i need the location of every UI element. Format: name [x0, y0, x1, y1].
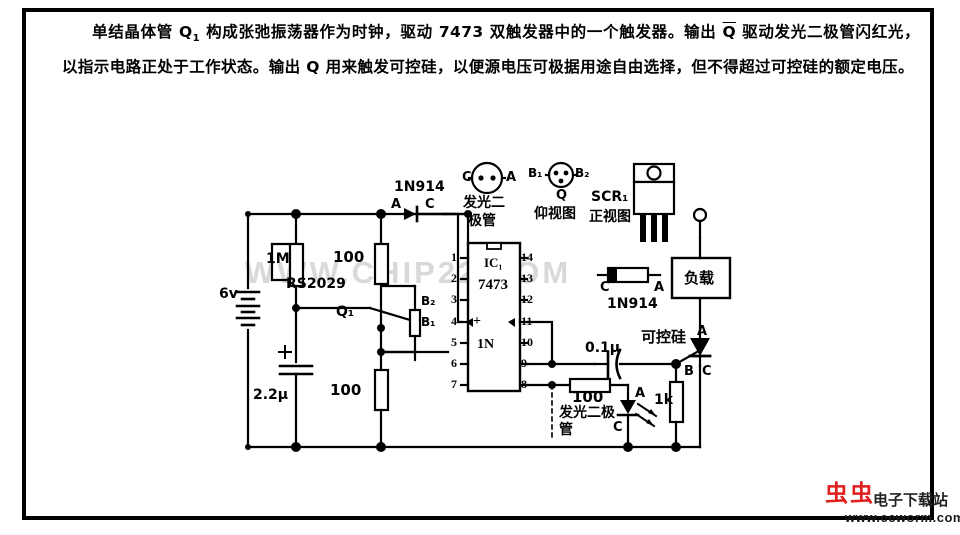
- legend-led-anode-label: A: [506, 170, 517, 185]
- ic-pin-right-11: 11: [521, 314, 533, 328]
- outer-frame: [22, 8, 934, 520]
- resistor-100-top-label: 100: [333, 248, 365, 266]
- resistor-100-bottom-label: 100: [330, 381, 362, 399]
- inner-frame: [25, 11, 931, 517]
- ic-plus-marker: +: [473, 314, 481, 329]
- legend-ujt-q-label: Q: [556, 188, 568, 203]
- ic-pin-left-7: 7: [451, 377, 457, 391]
- load-label: 负载: [684, 269, 715, 287]
- ujt-ref-label: Q₁: [336, 304, 355, 320]
- legend-diode-cathode-label: C: [600, 280, 610, 295]
- resistor-1k-label: 1k: [654, 392, 674, 408]
- ic-pin-left-4: 4: [451, 314, 457, 328]
- diode-1n914-top-label: 1N914: [394, 179, 445, 195]
- ic-pin-right-13: 13: [521, 271, 533, 285]
- ic-pin-right-10: 10: [521, 335, 533, 349]
- legend-scr-caption-line2: 正视图: [589, 209, 631, 225]
- ic-pin-right-9: 9: [521, 356, 527, 370]
- site-name-text: 电子下载站: [873, 491, 949, 509]
- site-watermark: 虫虫 电子下载站: [800, 472, 950, 522]
- legend-ujt-b2-label: B₂: [575, 166, 590, 180]
- site-url-text: www.eeworm.com: [845, 510, 960, 525]
- bug-mascot-text: 虫虫: [825, 481, 875, 507]
- ic-part-label: 7473: [478, 277, 508, 293]
- capacitor-0u1-label: 0.1μ: [585, 340, 621, 356]
- ic-pin-left-6: 6: [451, 356, 457, 370]
- led-bottom-cathode-label: C: [613, 420, 623, 435]
- scr-gate-label: B: [684, 364, 694, 379]
- ujt-part-label: RS2029: [286, 276, 346, 292]
- diode-top-anode-label: A: [391, 197, 402, 212]
- legend-scr-caption-line1: SCR₁: [591, 189, 629, 205]
- ujt-b1-label: B₁: [421, 315, 436, 329]
- ic-pin-left-1: 1: [451, 250, 457, 264]
- legend-led-caption-line2: 极管: [468, 213, 496, 229]
- legend-ujt-caption: 仰视图: [534, 206, 576, 222]
- ic-ref-label: IC₁: [484, 255, 503, 270]
- ic-pin-left-2: 2: [451, 271, 457, 285]
- ic-pin-left-3: 3: [451, 292, 457, 306]
- led-bottom-label: 发光二极管: [559, 405, 615, 438]
- legend-led-caption-line1: 发光二: [463, 195, 505, 211]
- legend-diode-caption: 1N914: [607, 296, 658, 312]
- description-paragraph: 单结晶体管 Q1 构成张弛振荡器作为时钟，驱动 7473 双触发器中的一个触发器…: [62, 23, 920, 77]
- scr-anode-label: A: [697, 324, 708, 339]
- ic-pin-right-12: 12: [521, 292, 533, 306]
- ic-pin-right-14: 14: [521, 250, 533, 264]
- led-bottom-anode-label: A: [635, 386, 646, 401]
- ic-extra-label: 1N: [477, 337, 495, 352]
- resistor-100-led-label: 100: [572, 388, 604, 406]
- capacitor-2u2-label: 2.2μ: [253, 387, 289, 403]
- ujt-b2-label: B₂: [421, 294, 436, 308]
- ic-pin-left-5: 5: [451, 335, 457, 349]
- ic-pin-right-8: 8: [521, 377, 527, 391]
- scr-cathode-label: C: [702, 364, 712, 379]
- legend-ujt-b1-label: B₁: [528, 166, 543, 180]
- resistor-1m-label: 1M: [266, 251, 290, 267]
- battery-voltage-label: 6v: [219, 286, 238, 302]
- legend-diode-anode-label: A: [654, 280, 665, 295]
- scr-label: 可控硅: [641, 328, 687, 346]
- diode-top-cathode-label: C: [425, 197, 435, 212]
- legend-led-cathode-label: C: [462, 170, 472, 185]
